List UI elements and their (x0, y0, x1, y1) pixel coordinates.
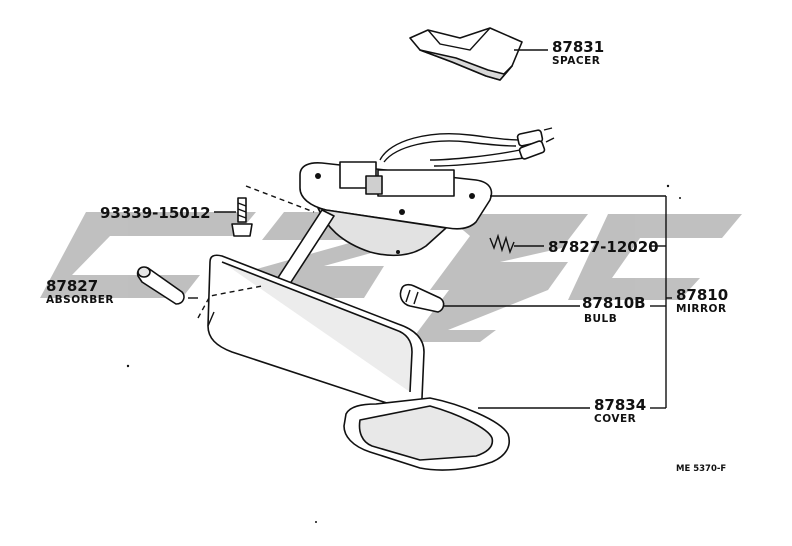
leader-lines (126, 49, 681, 523)
mirror-glass (207, 254, 425, 411)
screw-part (231, 185, 315, 237)
cover-part (343, 397, 510, 471)
spacer-name: SPACER (552, 55, 600, 67)
wire-harness (379, 127, 555, 167)
labels: 87831 SPACER 93339-15012 87827 ABSORBER … (46, 38, 728, 474)
screw-number: 93339-15012 (100, 204, 211, 222)
diagram-code: ME 5370-F (676, 464, 726, 474)
cover-name: COVER (594, 413, 636, 425)
mirror-name: MIRROR (676, 303, 727, 315)
bulb-number: 87810B (582, 294, 646, 312)
spacer-number: 87831 (552, 38, 604, 56)
cover-number: 87834 (594, 396, 646, 414)
mirror-number: 87810 (676, 286, 728, 304)
absorber-name: ABSORBER (46, 294, 114, 306)
bulb-part (399, 283, 445, 313)
absorber-number: 87827 (46, 277, 98, 295)
spring-part (489, 233, 515, 255)
bulb-name: BULB (584, 313, 617, 325)
mirror-base (299, 161, 493, 257)
spacer-part (409, 27, 523, 81)
absorber-part (136, 266, 263, 319)
spring-number: 87827-12020 (548, 238, 659, 256)
